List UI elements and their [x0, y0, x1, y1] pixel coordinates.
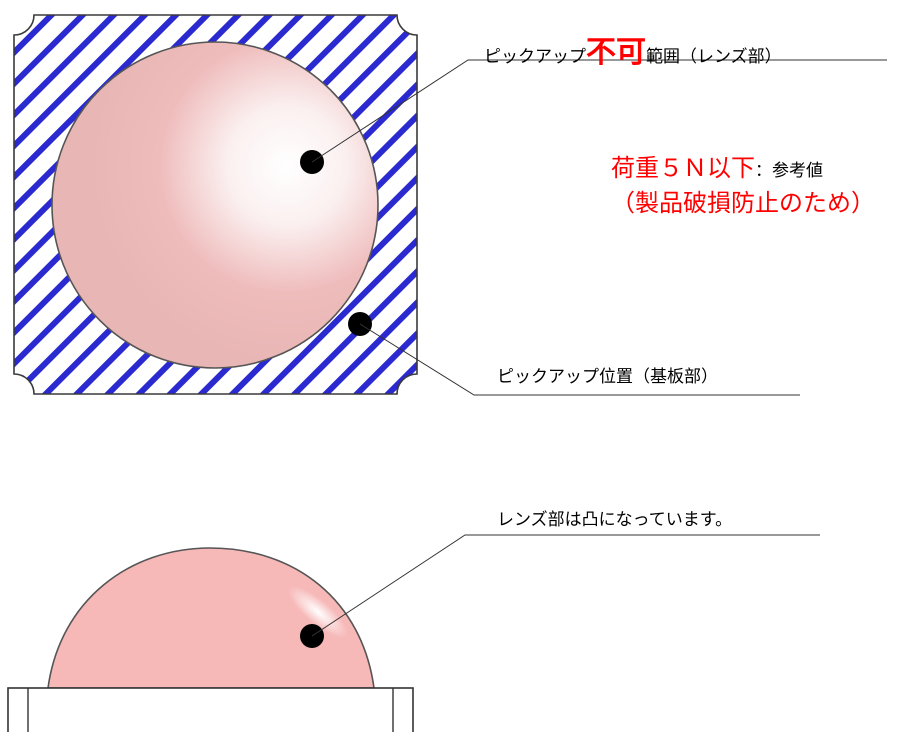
callout-no-pickup-area: ピックアップ不可範囲（レンズ部） — [484, 27, 782, 71]
lens-dome — [47, 547, 375, 689]
leader-line-no-pickup — [311, 59, 887, 163]
load-note-purpose: （製品破損防止のため） — [611, 189, 875, 217]
side-view — [7, 534, 820, 732]
load-note-line1: 荷重５Ｎ以下：参考値 — [611, 148, 875, 183]
callout-no-pickup-suffix: 範囲（レンズ部） — [646, 47, 782, 67]
load-note: 荷重５Ｎ以下：参考値 （製品破損防止のため） — [611, 148, 875, 218]
callout-pickup-position: ピックアップ位置（基板部） — [497, 367, 718, 387]
leader-line-pickup-position — [359, 323, 800, 396]
callout-no-pickup-prefix: ピックアップ — [484, 47, 586, 67]
leader-line-lens-convex — [311, 534, 820, 637]
dome-highlight — [287, 585, 349, 639]
lens-circle — [51, 41, 379, 369]
load-limit-label: 荷重５Ｎ以下 — [611, 154, 755, 182]
reference-value-label: ：参考値 — [755, 161, 823, 181]
top-view — [13, 14, 887, 396]
callout-lens-convex: レンズ部は凸になっています。 — [497, 510, 733, 530]
package-base — [7, 687, 414, 732]
callout-no-pickup-emphasis: 不可 — [586, 35, 646, 70]
